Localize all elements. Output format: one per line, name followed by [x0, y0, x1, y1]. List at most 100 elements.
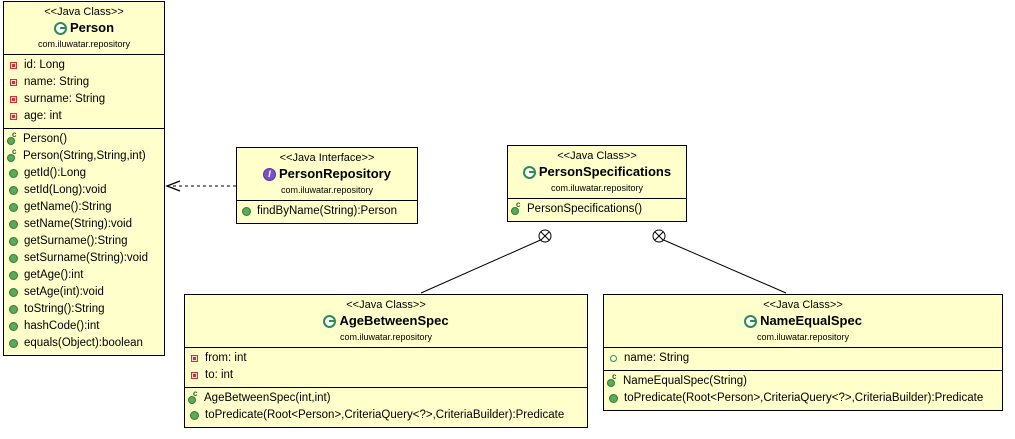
method-row[interactable]: getName():String: [4, 199, 164, 216]
private-field-icon: [9, 60, 20, 71]
method-label: AgeBetweenSpec(int,int): [204, 392, 331, 404]
java-class-icon: [323, 314, 337, 328]
method-label: getSurname():String: [24, 235, 128, 247]
class-box-person[interactable]: <<Java Class>> Person com.iluwatar.repos…: [3, 1, 165, 356]
method-row[interactable]: findByName(String):Person: [237, 203, 417, 220]
crossed-circle-anchor-left: [538, 229, 552, 243]
method-row[interactable]: c PersonSpecifications(): [508, 201, 686, 218]
class-title-line: PersonRepository: [241, 166, 413, 182]
class-title-line: PersonSpecifications: [512, 164, 682, 180]
stereotype-label: <<Java Class>>: [557, 150, 637, 162]
package-label: com.iluwatar.repository: [550, 183, 644, 193]
package-label: com.iluwatar.repository: [339, 332, 433, 342]
fields-section-name-equal-spec: name: String: [604, 348, 1002, 370]
class-title-line: NameEqualSpec: [608, 313, 998, 329]
class-box-name-equal-spec[interactable]: <<Java Class>> NameEqualSpec com.iluwata…: [603, 294, 1003, 411]
public-method-icon: [9, 236, 20, 247]
field-row[interactable]: to: int: [185, 367, 587, 384]
class-box-person-specifications[interactable]: <<Java Class>> PersonSpecifications com.…: [507, 145, 687, 222]
method-row[interactable]: c AgeBetweenSpec(int,int): [185, 390, 587, 407]
methods-section-name-equal-spec: c NameEqualSpec(String) toPredicate(Root…: [604, 370, 1002, 410]
field-label: age: int: [24, 110, 62, 122]
class-box-person-repository[interactable]: <<Java Interface>> PersonRepository com.…: [236, 147, 418, 224]
methods-section-age-between-spec: c AgeBetweenSpec(int,int) toPredicate(Ro…: [185, 387, 587, 427]
method-label: setName(String):void: [24, 218, 133, 230]
stereotype-label: <<Java Class>>: [346, 299, 426, 311]
constructor-icon: c: [7, 148, 19, 162]
method-row[interactable]: setSurname(String):void: [4, 250, 164, 267]
private-field-icon: [9, 94, 20, 105]
method-row[interactable]: toPredicate(Root<Person>,CriteriaQuery<?…: [604, 390, 1002, 407]
field-row[interactable]: name: String: [604, 350, 1002, 367]
class-box-age-between-spec[interactable]: <<Java Class>> AgeBetweenSpec com.iluwat…: [184, 294, 588, 428]
public-method-icon: [9, 338, 20, 349]
stereotype-label: <<Java Interface>>: [279, 152, 375, 164]
method-label: findByName(String):Person: [257, 205, 397, 217]
method-label: NameEqualSpec(String): [623, 375, 748, 387]
field-label: id: Long: [24, 59, 65, 71]
method-label: getId():Long: [24, 167, 87, 179]
class-header-age-between-spec: <<Java Class>> AgeBetweenSpec com.iluwat…: [185, 295, 587, 348]
method-row[interactable]: setAge(int):void: [4, 284, 164, 301]
public-method-icon: [9, 219, 20, 230]
public-method-icon: [9, 270, 20, 281]
package-field-icon: [609, 353, 620, 364]
fields-section-person: id: Long name: String surname: String ag…: [4, 55, 164, 128]
method-label: Person(String,String,int): [23, 150, 146, 162]
inner-class-link-age-between-spec: [420, 237, 546, 294]
method-row[interactable]: getId():Long: [4, 165, 164, 182]
field-row[interactable]: id: Long: [4, 57, 164, 74]
package-label: com.iluwatar.repository: [280, 185, 374, 195]
public-method-icon: [9, 287, 20, 298]
method-row[interactable]: setId(Long):void: [4, 182, 164, 199]
class-header-name-equal-spec: <<Java Class>> NameEqualSpec com.iluwata…: [604, 295, 1002, 348]
method-label: equals(Object):boolean: [24, 337, 143, 349]
method-row[interactable]: setName(String):void: [4, 216, 164, 233]
constructor-icon: c: [607, 373, 619, 387]
crossed-circle-anchor-right: [652, 229, 666, 243]
method-row[interactable]: c Person(): [4, 131, 164, 148]
private-field-icon: [190, 370, 201, 381]
method-row[interactable]: getSurname():String: [4, 233, 164, 250]
method-label: Person(): [23, 133, 68, 145]
method-row[interactable]: equals(Object):boolean: [4, 335, 164, 352]
method-row[interactable]: hashCode():int: [4, 318, 164, 335]
method-row[interactable]: c Person(String,String,int): [4, 148, 164, 165]
public-method-icon: [9, 321, 20, 332]
methods-section-person-specifications: c PersonSpecifications(): [508, 199, 686, 221]
method-label: toString():String: [24, 303, 105, 315]
method-row[interactable]: toPredicate(Root<Person>,CriteriaQuery<?…: [185, 407, 587, 424]
java-class-icon: [53, 21, 67, 35]
public-method-icon: [9, 168, 20, 179]
constructor-icon: c: [511, 201, 523, 215]
class-name-label: NameEqualSpec: [760, 313, 862, 328]
method-row[interactable]: toString():String: [4, 301, 164, 318]
public-method-icon: [9, 202, 20, 213]
methods-section-person: c Person() c Person(String,String,int) g…: [4, 128, 164, 355]
method-label: toPredicate(Root<Person>,CriteriaQuery<?…: [624, 392, 984, 404]
method-label: setId(Long):void: [24, 184, 107, 196]
inner-class-link-name-equal-spec: [658, 237, 787, 294]
package-label: com.iluwatar.repository: [756, 332, 850, 342]
private-field-icon: [9, 77, 20, 88]
field-row[interactable]: from: int: [185, 350, 587, 367]
method-row[interactable]: c NameEqualSpec(String): [604, 373, 1002, 390]
method-label: toPredicate(Root<Person>,CriteriaQuery<?…: [205, 409, 565, 421]
class-header-person-repository: <<Java Interface>> PersonRepository com.…: [237, 148, 417, 201]
public-method-icon: [9, 253, 20, 264]
method-label: hashCode():int: [24, 320, 100, 332]
class-name-label: PersonSpecifications: [538, 164, 672, 179]
method-row[interactable]: getAge():int: [4, 267, 164, 284]
class-title-line: Person: [8, 20, 160, 36]
class-name-label: Person: [69, 20, 115, 35]
field-row[interactable]: age: int: [4, 108, 164, 125]
class-name-label: AgeBetweenSpec: [339, 313, 449, 328]
class-name-label: PersonRepository: [279, 166, 391, 181]
field-row[interactable]: surname: String: [4, 91, 164, 108]
fields-section-age-between-spec: from: int to: int: [185, 348, 587, 387]
class-header-person: <<Java Class>> Person com.iluwatar.repos…: [4, 2, 164, 55]
public-method-icon: [609, 393, 620, 404]
stereotype-label: <<Java Class>>: [763, 299, 843, 311]
private-field-icon: [190, 353, 201, 364]
field-row[interactable]: name: String: [4, 74, 164, 91]
